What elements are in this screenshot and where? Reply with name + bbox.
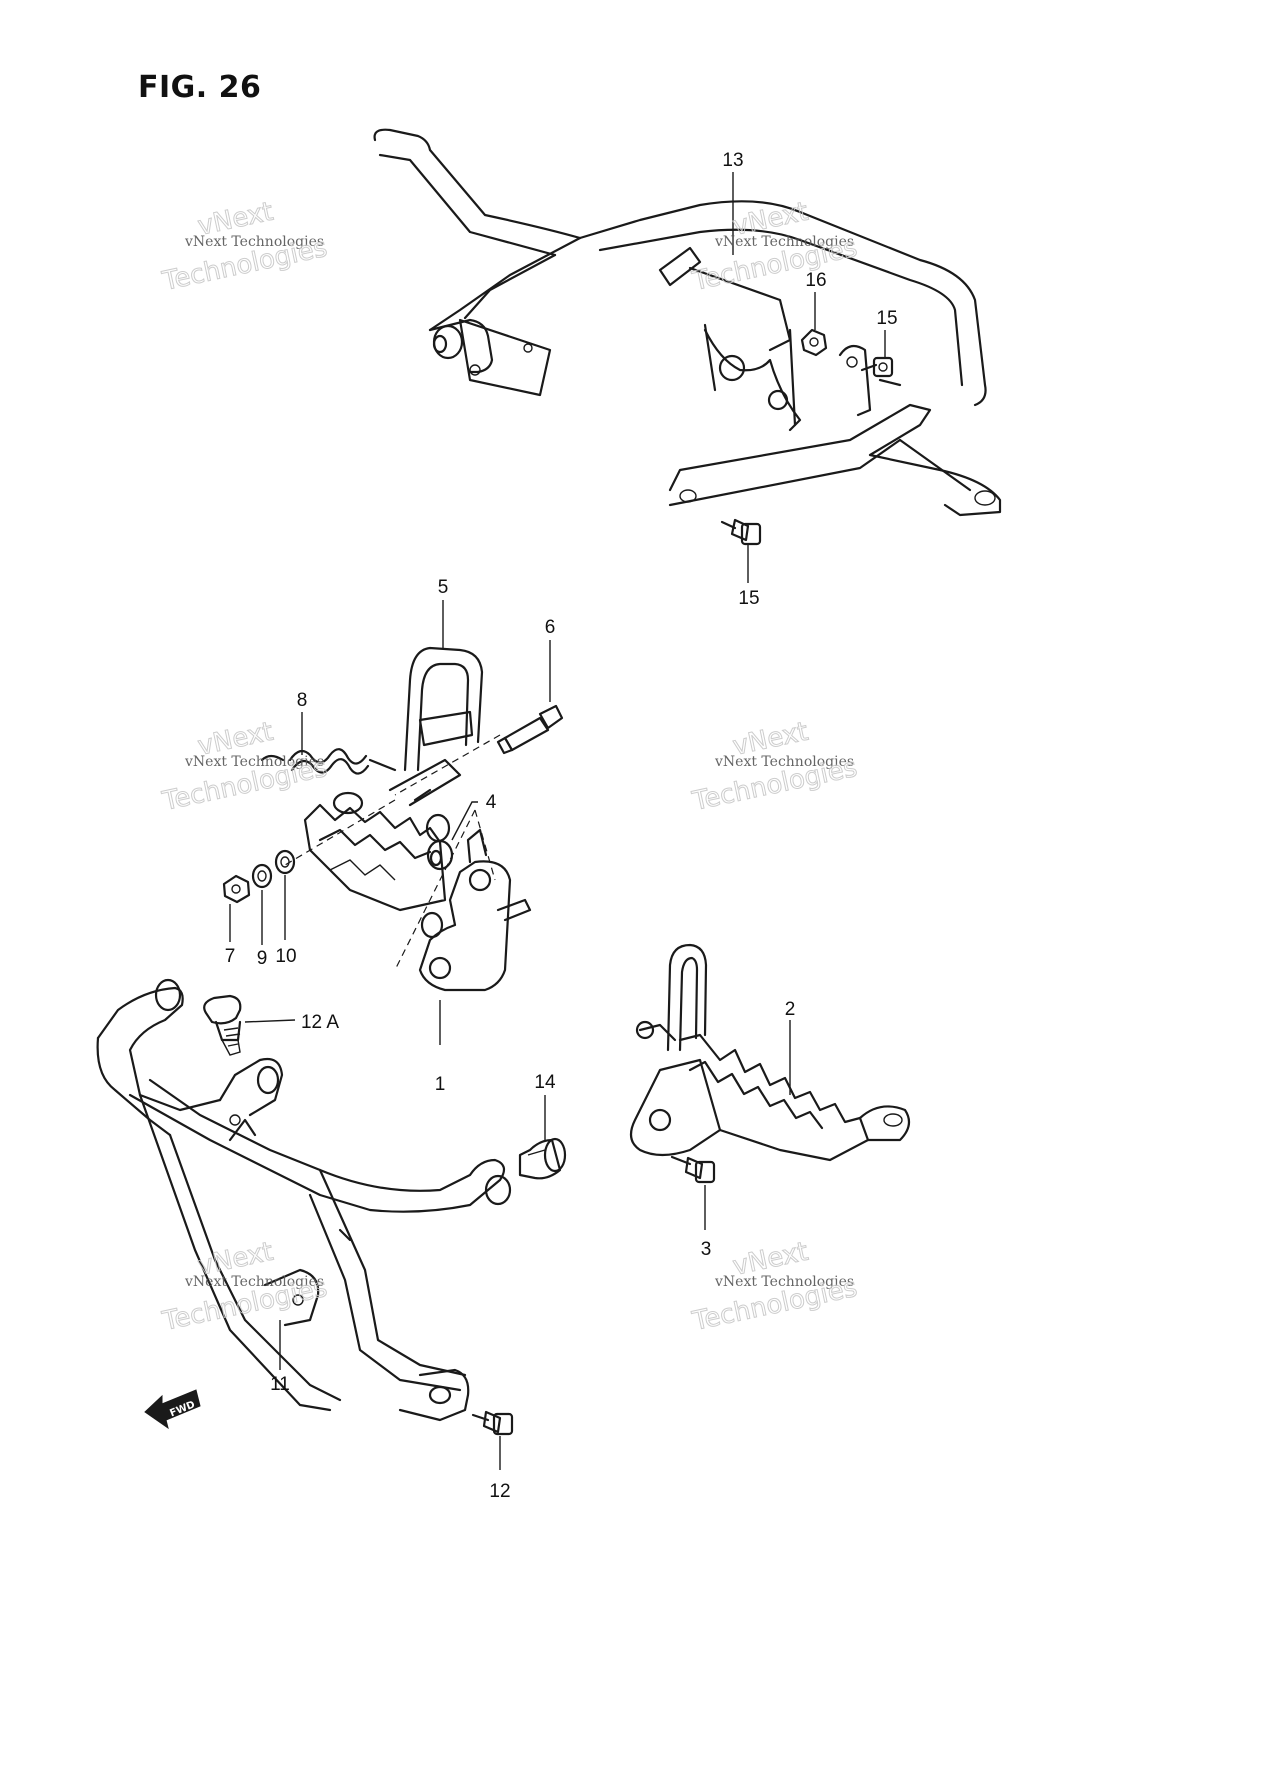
footrest-left-5 [303,646,484,939]
callout-16: 16 [805,270,826,291]
assembly-line-4b [474,809,496,881]
callout-15-upper: 15 [876,308,897,329]
watermark-text: vNext Technologies [184,234,324,250]
watermark-bottom-left: vNext vNext Technologies Technologies [159,1236,331,1337]
callout-5: 5 [438,577,449,598]
bolt-12 [471,1410,514,1436]
bolt-12a [203,994,242,1056]
bolt-15-lower [720,518,762,546]
washer-10 [274,849,296,875]
callout-12: 12 [489,1481,510,1502]
callout-8: 8 [297,690,308,711]
callout-labels: 13 16 15 15 5 6 8 4 7 9 10 1 2 3 12 A 14… [225,150,898,1502]
callout-15-lower: 15 [738,588,759,609]
front-guard-11 [96,978,512,1422]
bolt-3 [670,1155,716,1184]
watermark-mid-right: vNext vNext Technologies Technologies [689,716,861,817]
callout-11: 11 [270,1374,290,1395]
callout-13: 14 [534,1072,556,1093]
callout-7: 7 [225,946,236,967]
footrest-right-2 [629,943,911,1162]
callout-4: 4 [486,792,497,813]
callout-9: 9 [257,948,268,969]
grommet-13 [518,1137,567,1180]
fwd-arrow-icon: FWD [144,1389,201,1430]
callout-3: 3 [701,1239,712,1260]
callout-1: 1 [435,1074,446,1095]
assembly-line-4 [394,809,476,971]
watermark-bottom-right: vNext vNext Technologies Technologies [689,1236,861,1337]
nut-7 [222,874,251,904]
callout-14: 13 [722,150,743,171]
callout-12a: 12 A [301,1012,339,1033]
spring-8 [260,748,397,775]
callout-6: 6 [545,617,556,638]
bolt-15-upper [860,356,894,378]
watermark-mid-left: vNext vNext Technologies Technologies [159,716,331,817]
callout-2: 2 [785,999,796,1020]
figure-title: FIG. 26 [138,70,262,105]
watermark-top-right: vNext vNext Technologies Technologies [689,196,861,297]
rear-frame-carrier [373,128,1002,517]
callout-10: 10 [275,946,296,967]
nut-16 [800,328,828,357]
assembly-line-6 [394,734,501,796]
watermark-text: vNext Technologies [184,1274,324,1290]
leader-lines [229,172,886,1470]
watermark-text: vNext Technologies [714,1274,854,1290]
washer-9 [251,863,273,889]
watermark-top-left: vNext vNext Technologies Technologies [159,196,331,297]
bracket-plate-1 [418,828,532,992]
watermark-text: vNext Technologies [714,234,854,250]
watermark-text: vNext Technologies [184,754,324,770]
bushing-4 [426,839,454,871]
assembly-line-10 [284,799,396,866]
pivot-pin-6 [496,704,564,755]
watermark-text: vNext Technologies [714,754,854,770]
